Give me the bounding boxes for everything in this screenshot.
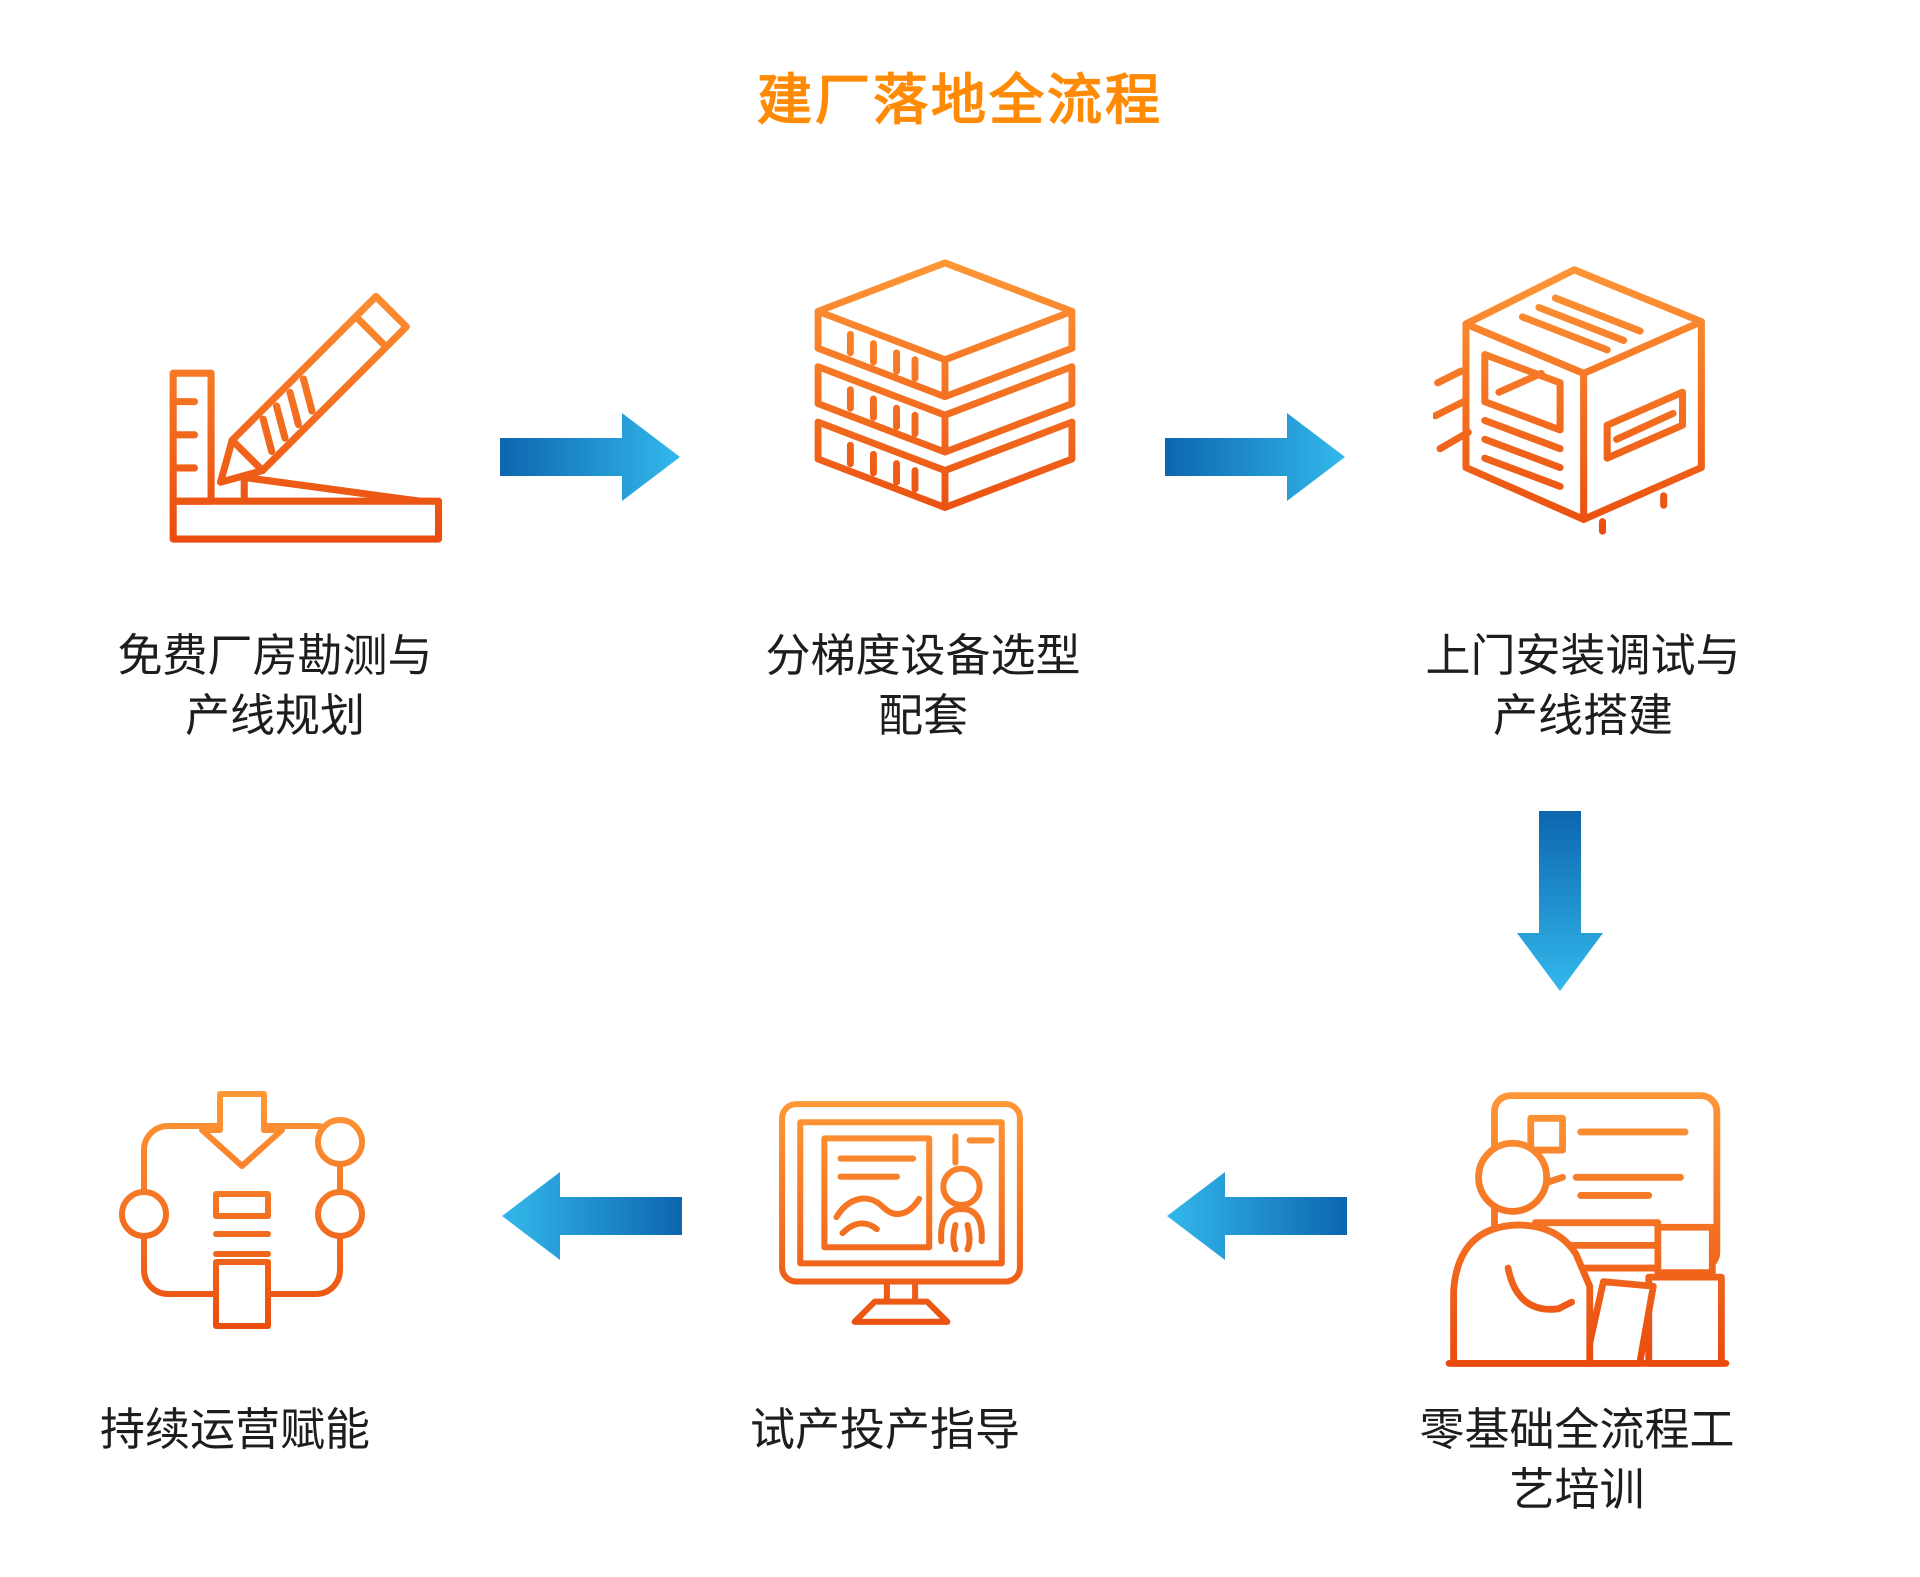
step-label-line: 试产投产指导 <box>749 1404 1020 1455</box>
flow-arrow-right-icon <box>1165 411 1347 503</box>
step-label: 试产投产指导 <box>665 1400 1105 1460</box>
step-label-line: 零基础全流程工 <box>1419 1404 1735 1455</box>
flow-arrow-left-icon <box>1165 1170 1347 1262</box>
survey-ruler-pencil-icon <box>140 248 448 560</box>
step-label-line: 持续运营赋能 <box>99 1404 370 1455</box>
flow-arrow-right-icon <box>500 411 682 503</box>
step-label: 免费厂房勘测与 产线规划 <box>55 626 495 746</box>
step-label-line: 免费厂房勘测与 <box>117 630 433 681</box>
step-label-line: 配套 <box>877 690 968 741</box>
page-title: 建厂落地全流程 <box>756 69 1163 131</box>
step-label: 分梯度设备选型 配套 <box>703 626 1143 746</box>
installation-machine-icon <box>1433 250 1739 558</box>
trial-production-monitor-icon <box>770 1096 1032 1338</box>
operations-flowchart-icon <box>112 1090 372 1330</box>
flow-arrow-left-icon <box>500 1170 682 1262</box>
step-label-line: 产线搭建 <box>1492 690 1673 741</box>
step-label-line: 分梯度设备选型 <box>765 630 1081 681</box>
equipment-server-stack-icon <box>795 238 1095 560</box>
step-label-line: 上门安装调试与 <box>1425 630 1741 681</box>
step-label: 上门安装调试与 产线搭建 <box>1363 626 1803 746</box>
training-presentation-icon <box>1440 1082 1735 1377</box>
step-label: 持续运营赋能 <box>15 1400 455 1460</box>
step-label-line: 产线规划 <box>184 690 365 741</box>
step-label: 零基础全流程工 艺培训 <box>1357 1400 1797 1520</box>
step-label-line: 艺培训 <box>1509 1464 1645 1515</box>
flow-arrow-down-icon <box>1515 811 1605 993</box>
